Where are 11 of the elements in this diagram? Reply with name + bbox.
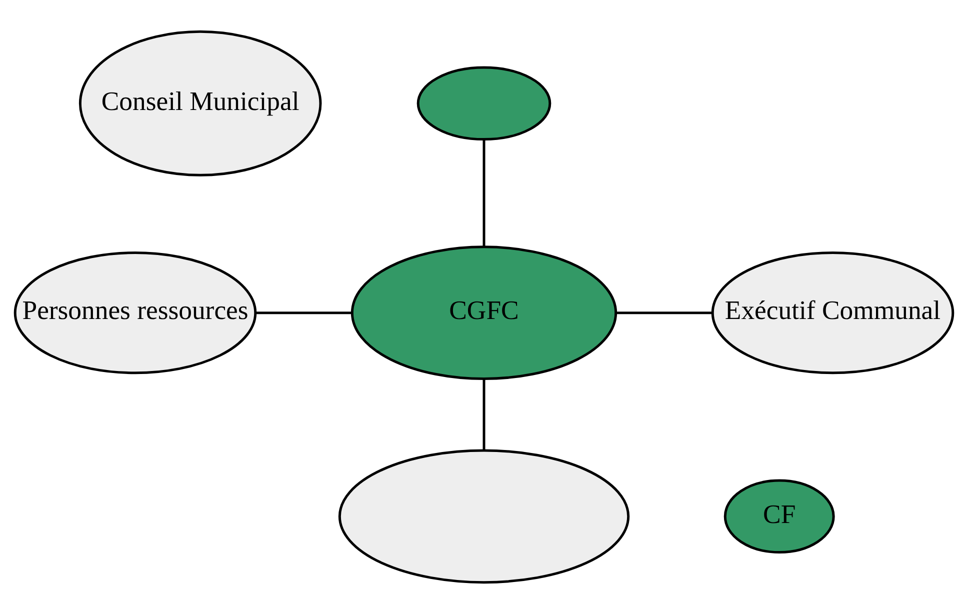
connector bbox=[482, 140, 486, 247]
node-ellipse: CF bbox=[724, 479, 835, 554]
connector bbox=[256, 312, 352, 314]
connector bbox=[482, 378, 486, 450]
node-ellipse bbox=[338, 449, 630, 584]
node-ellipse bbox=[416, 66, 552, 141]
node-ellipse: CGFC bbox=[350, 246, 618, 380]
connector bbox=[616, 312, 713, 314]
node-ellipse: Exécutif Communal bbox=[711, 252, 954, 374]
node-ellipse: Personnes ressources bbox=[14, 252, 257, 374]
node-ellipse: Conseil Municipal bbox=[78, 30, 322, 176]
